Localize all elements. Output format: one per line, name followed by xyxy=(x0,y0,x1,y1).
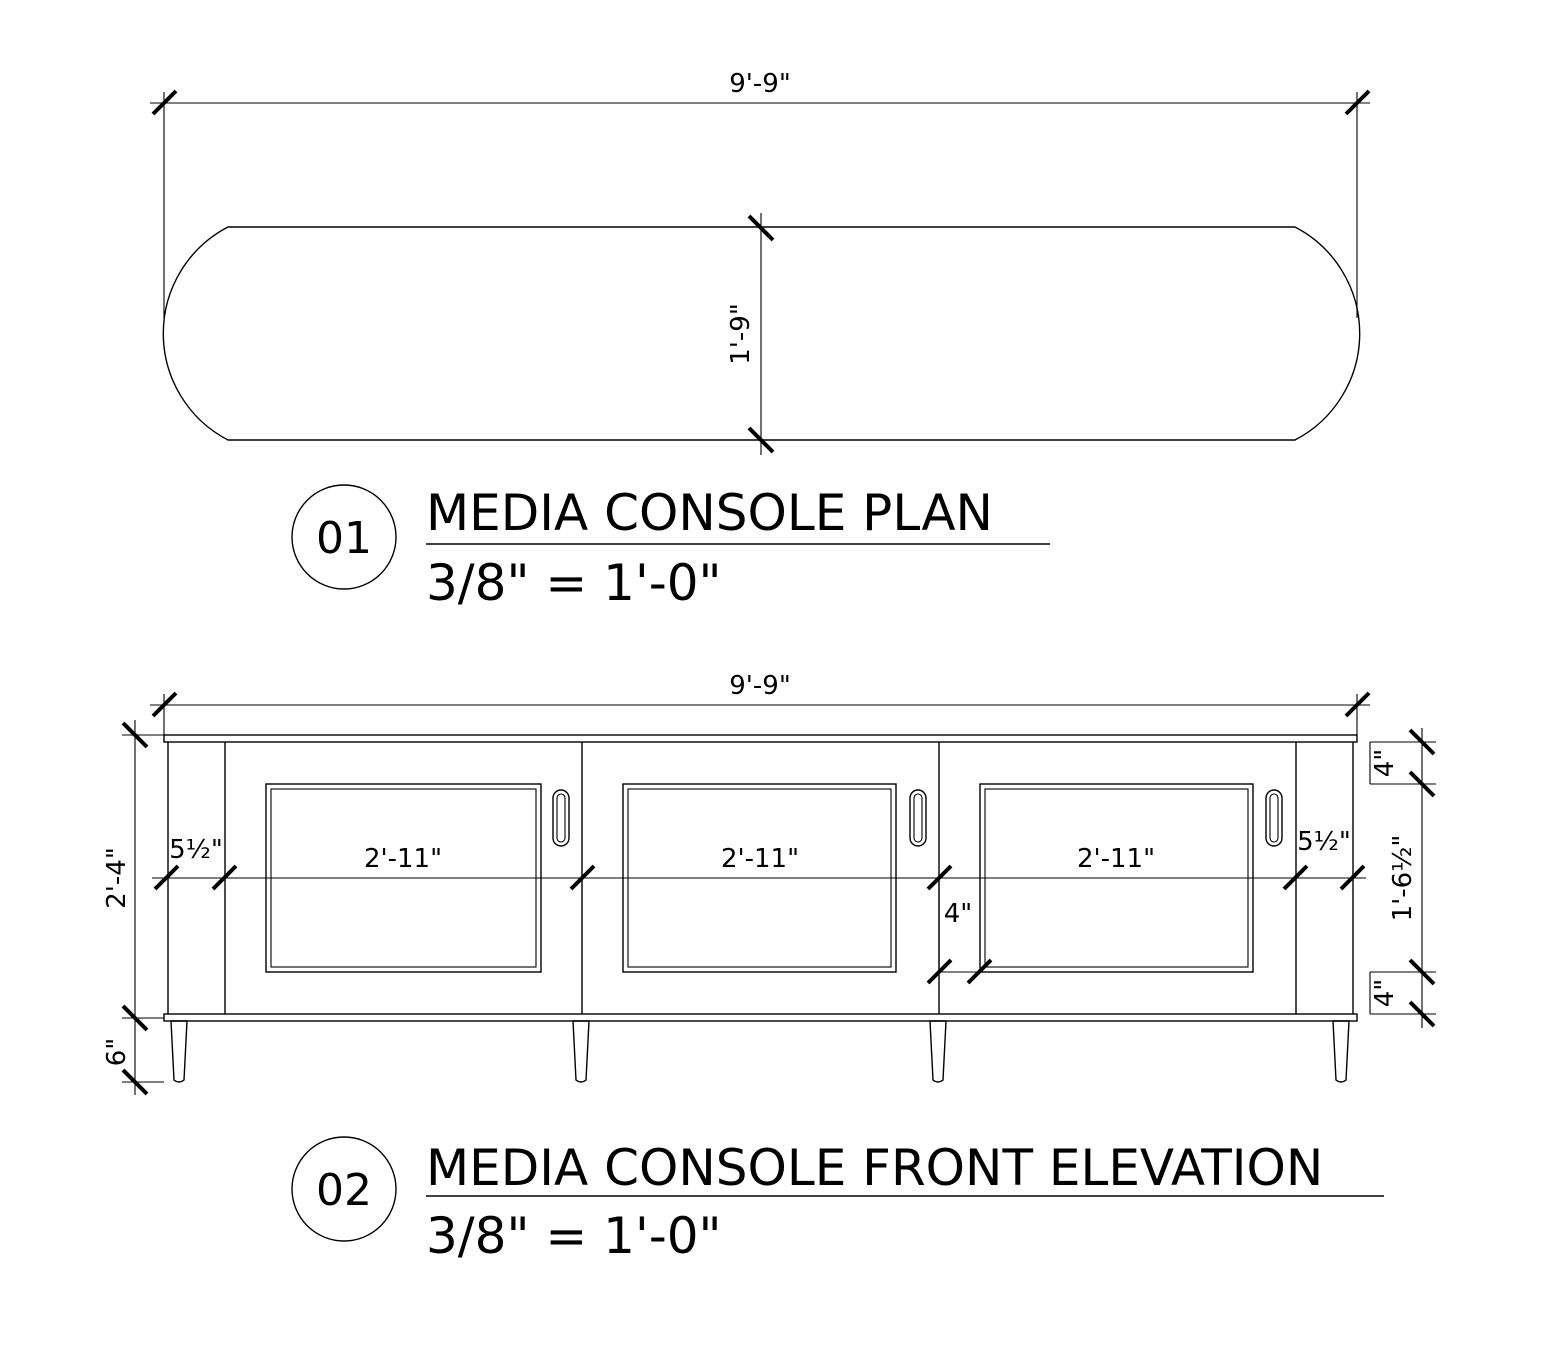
door-handle-2-inner xyxy=(913,793,923,843)
elev-bottom-rail-label: 4" xyxy=(1370,979,1400,1008)
door-handle-1-inner xyxy=(556,793,566,843)
elev-leg-height-label: 6" xyxy=(102,1038,132,1067)
elev-body-height-label: 2'-4" xyxy=(102,847,132,909)
elev-title: MEDIA CONSOLE FRONT ELEVATION xyxy=(426,1139,1323,1197)
elev-top-rail-label: 4" xyxy=(1370,749,1400,778)
elev-bottom-slab xyxy=(163,1013,1358,1022)
elev-right-tick-4 xyxy=(1408,1000,1436,1028)
plan-view: 9'-9" 1'-9" 01 MEDIA CONSOLE PLAN 3/8" =… xyxy=(150,69,1371,612)
elev-scale: 3/8" = 1'-0" xyxy=(426,1207,722,1265)
elev-width-tick-right xyxy=(1344,691,1371,718)
leg-3 xyxy=(929,1020,947,1083)
elev-width-label: 9'-9" xyxy=(729,671,791,701)
elev-top-slab xyxy=(163,734,1358,743)
elevation-view: 9'-9" xyxy=(102,671,1436,1265)
elev-breakdown-tick-2 xyxy=(211,864,238,891)
leg-4 xyxy=(1332,1020,1350,1083)
elev-number-bubble xyxy=(291,1136,397,1242)
plan-depth-tick-bottom xyxy=(747,426,775,454)
leg-1 xyxy=(170,1020,188,1083)
elev-width-tick-left xyxy=(151,691,178,718)
elev-breakdown-tick-6 xyxy=(1339,864,1366,891)
plan-width-label: 9'-9" xyxy=(729,69,791,99)
elev-left-tick-top xyxy=(121,721,149,749)
elev-panel-3-width-label: 2'-11" xyxy=(1077,844,1155,874)
door-handle-1-outer xyxy=(552,789,570,847)
plan-depth-tick-top xyxy=(747,214,775,242)
door-handle-2-outer xyxy=(909,789,927,847)
elev-right-tick-1 xyxy=(1408,728,1436,756)
elev-right-tick-2 xyxy=(1408,770,1436,798)
leg-2 xyxy=(572,1020,590,1083)
plan-width-tick-right xyxy=(1344,89,1371,116)
elev-breakdown-tick-3 xyxy=(569,864,596,891)
elev-panel-height-label: 1'-6½" xyxy=(1388,835,1418,922)
elev-panel-1-width-label: 2'-11" xyxy=(364,844,442,874)
elev-breakdown-tick-4 xyxy=(926,864,953,891)
elev-right-tick-3 xyxy=(1408,958,1436,986)
elev-gap-label: 4" xyxy=(944,899,973,929)
elev-left-tick-mid xyxy=(121,1004,149,1032)
plan-number-bubble xyxy=(291,484,397,590)
plan-scale: 3/8" = 1'-0" xyxy=(426,554,722,612)
plan-console-outline xyxy=(162,226,1361,441)
plan-width-tick-left xyxy=(151,89,178,116)
elev-left-tick-bottom xyxy=(121,1068,149,1096)
plan-number: 01 xyxy=(316,513,372,564)
elev-breakdown-tick-1 xyxy=(153,864,180,891)
elev-number: 02 xyxy=(316,1165,372,1216)
plan-depth-label: 1'-9" xyxy=(726,303,756,365)
elev-gap-tick-2 xyxy=(966,958,993,985)
elev-side-left-label: 5½" xyxy=(169,835,223,865)
plan-title: MEDIA CONSOLE PLAN xyxy=(426,484,993,542)
elev-panel-2-width-label: 2'-11" xyxy=(721,844,799,874)
elev-gap-tick-1 xyxy=(926,958,953,985)
door-handle-3-inner xyxy=(1269,793,1279,843)
door-handle-3-outer xyxy=(1265,789,1283,847)
elev-breakdown-tick-5 xyxy=(1282,864,1309,891)
elev-side-right-label: 5½" xyxy=(1297,827,1351,857)
